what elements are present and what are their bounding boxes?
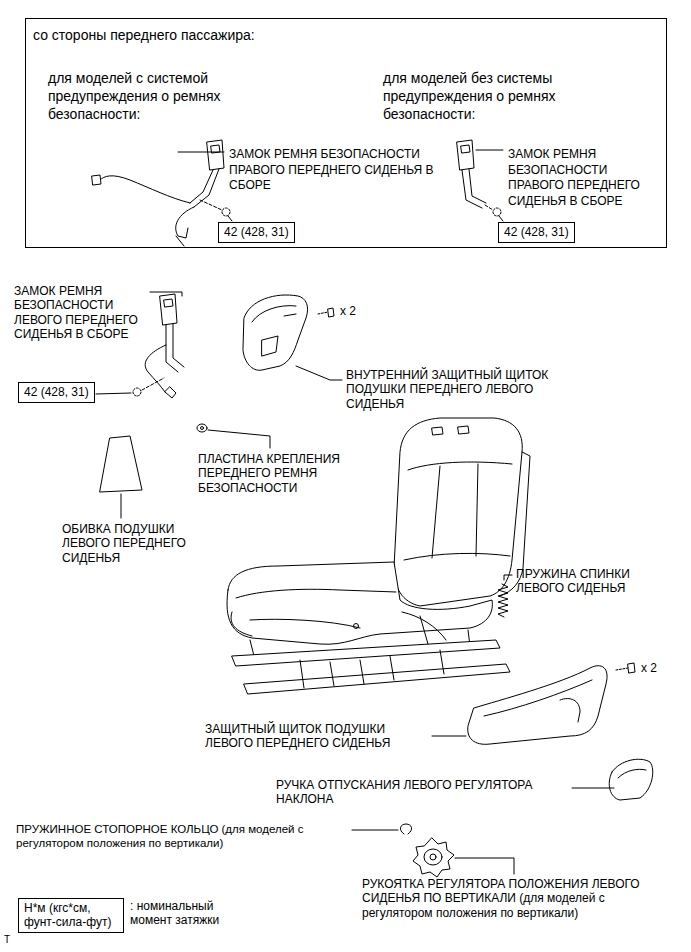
variant-heading: для моделей без системы предупреждения о… [383,69,588,124]
part-label: ЗАМОК РЕМНЯ БЕЗОПАСНОСТИ ПРАВОГО ПЕРЕДНЕ… [508,147,660,209]
spring [498,584,508,617]
torque-box: 42 (428, 31) [18,382,95,403]
part-label: ОБИВКА ПОДУШКИ ЛЕВОГО ПЕРЕДНЕГО СИДЕНЬЯ [62,522,222,565]
leader-line [208,430,270,448]
leader-line [499,216,503,221]
leader-line [96,393,131,394]
quantity-label: x 2 [641,661,671,675]
legend-note: : номинальный момент затяжки [130,899,250,928]
quantity-label: x 2 [340,304,370,318]
inner-shield [243,295,308,370]
leader-line [178,152,224,153]
torque-value: 42 (428, 31) [224,225,289,239]
screw [318,308,334,317]
part-label: ПРУЖИНА СПИНКИ ЛЕВОГО СИДЕНЬЯ [516,567,666,596]
figure-code: T [4,934,24,946]
torque-box: 42 (428, 31) [498,222,575,243]
group-heading: со стороны переднего пассажира: [33,26,353,44]
height-knob [413,838,454,877]
leader-line [228,216,232,221]
buckle-with-wire [92,140,230,246]
leader-line [352,830,398,831]
buckle [457,140,501,216]
part-label: ЗАЩИТНЫЙ ЩИТОК ПОДУШКИ ЛЕВОГО ПЕРЕДНЕГО … [205,722,430,751]
torque-value: 42 (428, 31) [24,385,89,399]
part-label: ПРУЖИННОЕ СТОПОРНОЕ КОЛЬЦО (для моделей … [16,823,350,851]
part-label: РУКОЯТКА РЕГУЛЯТОРА ПОЛОЖЕНИЯ ЛЕВОГО СИД… [362,877,662,920]
buckle-with-wire [133,294,184,398]
leader-line [296,366,342,380]
torque-value: 42 (428, 31) [504,225,569,239]
torque-box: 42 (428, 31) [218,222,295,243]
cushion-shield [468,666,607,745]
anchor-plate [197,424,207,432]
variant-heading: для моделей с системой предупреждения о … [48,69,253,124]
leader-line [572,788,614,789]
leader-line [432,736,466,737]
part-label: ЗАМОК РЕМНЯ БЕЗОПАСНОСТИ ЛЕВОГО ПЕРЕДНЕГ… [14,284,150,342]
release-handle [609,759,653,800]
cushion-cover [100,436,142,492]
part-label: ЗАМОК РЕМНЯ БЕЗОПАСНОСТИ ПРАВОГО ПЕРЕДНЕ… [229,147,451,194]
legend-box: Н*м (кгс*см, фунт-сила-фут) [18,898,124,933]
leader-line [455,858,514,874]
part-label: ВНУТРЕННИЙ ЗАЩИТНЫЙ ЩИТОК ПОДУШКИ ПЕРЕДН… [346,368,586,411]
snap-ring [400,824,411,834]
leader-line [121,494,122,518]
leader-line [476,150,503,151]
leader-line [504,575,512,580]
part-label: РУЧКА ОТПУСКАНИЯ ЛЕВОГО РЕГУЛЯТОРА НАКЛО… [276,778,572,807]
screw [616,663,635,673]
torque-value: Н*м (кгс*см, фунт-сила-фут) [24,901,118,930]
group-frame: со стороны переднего пассажира: для модел… [25,18,667,248]
leader-line [150,292,182,296]
part-label: ПЛАСТИНА КРЕПЛЕНИЯ ПЕРЕДНЕГО РЕМНЯ БЕЗОП… [198,452,373,495]
